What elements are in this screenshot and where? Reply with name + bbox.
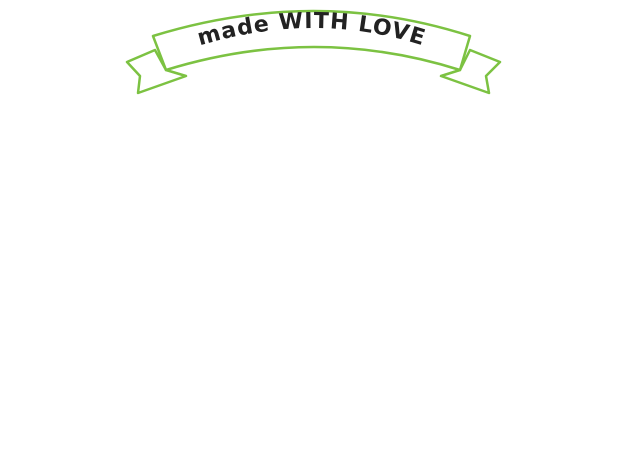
ribbon-banner: made WITH LOVE [125,9,502,95]
ribbon-left-fold [165,69,187,77]
ribbon-body [151,9,472,72]
ribbon-right-fold [440,69,461,77]
